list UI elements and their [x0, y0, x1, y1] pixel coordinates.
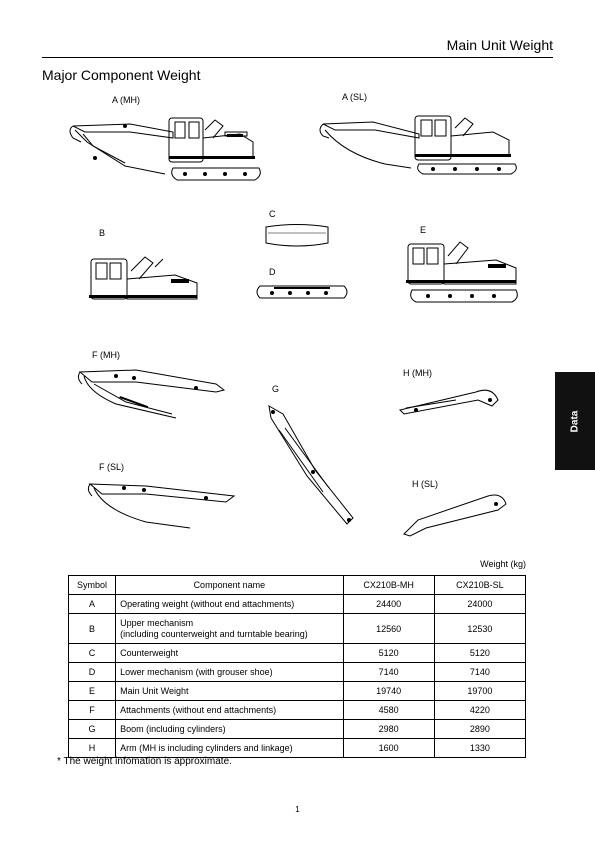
component-name-cell: Boom (including cylinders) [115, 719, 344, 739]
main-unit-drawing [406, 241, 518, 303]
component-name-cell: Lower mechanism (with grouser shoe) [115, 662, 344, 682]
figure-label-e: E [420, 225, 427, 235]
component-name-cell: Arm (MH is including cylinders and linka… [115, 738, 344, 758]
table-row: C Counterweight 5120 5120 [67, 643, 527, 663]
weight-units-label: Weight (kg) [480, 559, 526, 569]
sl-weight-cell: 19700 [433, 681, 527, 701]
figure-label-a-mh: A (MH) [112, 95, 140, 105]
mh-weight-cell: 12560 [342, 613, 435, 644]
column-header-component-name: Component name [115, 575, 344, 595]
header-rule [42, 57, 553, 58]
table-row: F Attachments (without end attachments) … [67, 700, 527, 720]
mh-weight-cell: 19740 [342, 681, 435, 701]
table-row: D Lower mechanism (with grouser shoe) 71… [67, 662, 527, 682]
table-row: H Arm (MH is including cylinders and lin… [67, 738, 527, 758]
symbol-cell: H [67, 738, 117, 758]
symbol-cell: G [67, 719, 117, 739]
table-row: E Main Unit Weight 19740 19700 [67, 681, 527, 701]
excavator-mh-drawing [69, 117, 261, 181]
excavator-sl-drawing [319, 115, 517, 175]
data-tab-label: Data [569, 410, 581, 432]
mh-weight-cell: 2980 [342, 719, 435, 739]
figure-label-h-mh: H (MH) [403, 368, 432, 378]
counterweight-drawing [265, 224, 329, 247]
page-number: 1 [295, 805, 300, 814]
figure-label-d: D [269, 267, 276, 277]
mh-weight-cell: 5120 [342, 643, 435, 663]
component-weight-table: Symbol Component name CX210B-MH CX210B-S… [67, 575, 527, 758]
lower-mechanism-drawing [256, 285, 348, 299]
component-name-line-2: (including counterweight and turntable b… [120, 628, 308, 639]
table-row: A Operating weight (without end attachme… [67, 594, 527, 614]
symbol-cell: B [67, 613, 117, 644]
symbol-cell: D [67, 662, 117, 682]
component-name-line-1: Upper mechanism [120, 617, 194, 628]
table-row: G Boom (including cylinders) 2980 2890 [67, 719, 527, 739]
sl-weight-cell: 24000 [433, 594, 527, 614]
symbol-cell: F [67, 700, 117, 720]
figure-label-h-sl: H (SL) [412, 479, 439, 489]
sl-weight-cell: 5120 [433, 643, 527, 663]
arm-sl-drawing [403, 494, 507, 537]
figure-label-g: G [272, 384, 280, 394]
component-name-cell: Counterweight [115, 643, 344, 663]
figure-label-a-sl: A (SL) [342, 92, 368, 102]
sl-weight-cell: 12530 [433, 613, 527, 644]
mh-weight-cell: 4580 [342, 700, 435, 720]
page-header-title: Main Unit Weight [446, 37, 553, 53]
upper-mechanism-drawing [89, 256, 198, 300]
attachments-mh-drawing [77, 369, 226, 419]
sl-weight-cell: 7140 [433, 662, 527, 682]
sl-weight-cell: 4220 [433, 700, 527, 720]
table-header-row: Symbol Component name CX210B-MH CX210B-S… [67, 575, 527, 595]
symbol-cell: C [67, 643, 117, 663]
section-title: Major Component Weight [42, 67, 201, 83]
mh-weight-cell: 24400 [342, 594, 435, 614]
data-section-tab[interactable]: Data [555, 372, 595, 470]
column-header-cx210b-sl: CX210B-SL [433, 575, 527, 595]
figure-label-f-mh: F (MH) [92, 350, 120, 360]
component-name-cell: Attachments (without end attachments) [115, 700, 344, 720]
figure-label-c: C [269, 209, 276, 219]
component-name-cell: Operating weight (without end attachment… [115, 594, 344, 614]
symbol-cell: A [67, 594, 117, 614]
component-name-cell: Main Unit Weight [115, 681, 344, 701]
figure-label-b: B [99, 228, 106, 238]
column-header-cx210b-mh: CX210B-MH [342, 575, 435, 595]
boom-drawing [268, 405, 354, 525]
attachments-sl-drawing [87, 483, 236, 529]
symbol-cell: E [67, 681, 117, 701]
mh-weight-cell: 7140 [342, 662, 435, 682]
sl-weight-cell: 2890 [433, 719, 527, 739]
approximation-note: * The weight infomation is approximate. [57, 756, 232, 767]
column-header-symbol: Symbol [67, 575, 117, 595]
table-row: B Upper mechanism (including counterweig… [67, 613, 527, 644]
arm-mh-drawing [399, 389, 499, 415]
component-name-cell: Upper mechanism (including counterweight… [115, 613, 344, 644]
sl-weight-cell: 1330 [433, 738, 527, 758]
figure-label-f-sl: F (SL) [99, 462, 125, 472]
mh-weight-cell: 1600 [342, 738, 435, 758]
